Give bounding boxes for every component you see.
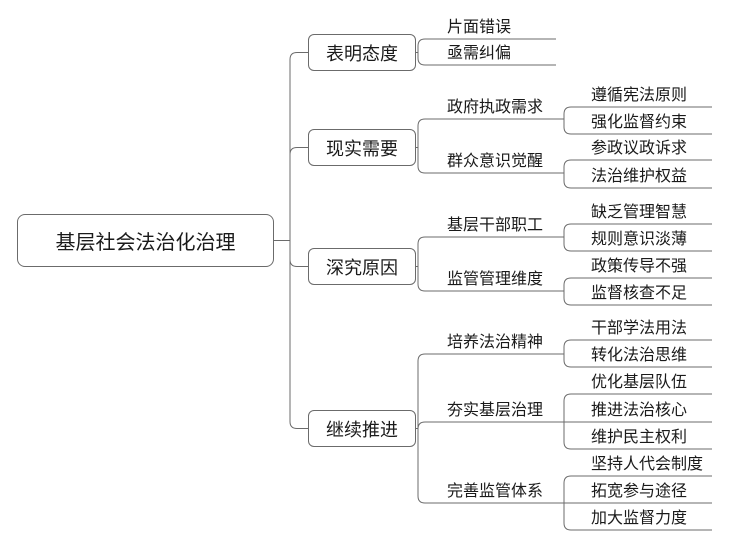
- connector-line: [289, 52, 308, 241]
- connector-line: [417, 52, 429, 66]
- connector-line: [563, 106, 574, 119]
- branch-node[interactable]: 继续推进: [308, 410, 416, 447]
- connector-line: [289, 240, 308, 429]
- topic-node[interactable]: 完善监管体系: [447, 481, 544, 500]
- leaf-node[interactable]: 遵循宪法原则: [591, 85, 688, 104]
- branch-node[interactable]: 现实需要: [308, 129, 416, 166]
- connector-line: [417, 266, 429, 292]
- topic-node[interactable]: 政府执政需求: [447, 97, 544, 116]
- connector-line: [417, 428, 429, 504]
- connector-line: [417, 118, 429, 148]
- topic-node[interactable]: 夯实基层治理: [447, 400, 544, 419]
- leaf-node[interactable]: 转化法治思维: [591, 345, 688, 364]
- connector-line: [563, 503, 574, 531]
- connector-line: [563, 223, 574, 237]
- branch-node[interactable]: 表明态度: [308, 34, 416, 71]
- connector-line: [563, 422, 574, 450]
- connector-line: [563, 291, 574, 306]
- topic-node[interactable]: 亟需纠偏: [447, 43, 512, 62]
- leaf-node[interactable]: 政策传导不强: [591, 256, 688, 275]
- topic-node[interactable]: 监管管理维度: [447, 269, 544, 288]
- connector-line: [563, 173, 574, 189]
- connector-line: [563, 119, 574, 135]
- leaf-node[interactable]: 坚持人代会制度: [591, 454, 704, 473]
- connector-line: [417, 353, 429, 429]
- leaf-node[interactable]: 参政议政诉求: [591, 138, 688, 157]
- topic-node[interactable]: 群众意识觉醒: [447, 151, 544, 170]
- connector-line: [563, 475, 574, 503]
- connector-line: [563, 237, 574, 252]
- leaf-node[interactable]: 推进法治核心: [591, 400, 688, 419]
- topic-node[interactable]: 培养法治精神: [447, 332, 544, 351]
- topic-node[interactable]: 基层干部职工: [447, 215, 544, 234]
- connector-line: [563, 339, 574, 354]
- leaf-node[interactable]: 维护民主权利: [591, 427, 688, 446]
- leaf-node[interactable]: 法治维护权益: [591, 166, 688, 185]
- connector-line: [289, 240, 308, 267]
- leaf-node[interactable]: 缺乏管理智慧: [591, 202, 688, 221]
- connector-line: [417, 421, 429, 430]
- root-node[interactable]: 基层社会法治化治理: [17, 214, 274, 267]
- connector-line: [563, 159, 574, 173]
- topic-node[interactable]: 片面错误: [447, 17, 512, 36]
- branch-node[interactable]: 深究原因: [308, 248, 416, 285]
- leaf-node[interactable]: 加大监督力度: [591, 508, 688, 527]
- connector-line: [417, 147, 429, 174]
- connector-line: [563, 354, 574, 368]
- connector-line: [563, 277, 574, 291]
- connector-line: [289, 147, 308, 241]
- leaf-node[interactable]: 监督核查不足: [591, 283, 688, 302]
- leaf-node[interactable]: 规则意识淡薄: [591, 229, 688, 248]
- leaf-node[interactable]: 强化监督约束: [591, 112, 688, 131]
- connector-line: [417, 38, 429, 53]
- leaf-node[interactable]: 拓宽参与途径: [591, 481, 688, 500]
- connector-line: [417, 236, 429, 267]
- leaf-node[interactable]: 优化基层队伍: [591, 372, 688, 391]
- connector-line: [563, 393, 574, 422]
- leaf-node[interactable]: 干部学法用法: [591, 318, 688, 337]
